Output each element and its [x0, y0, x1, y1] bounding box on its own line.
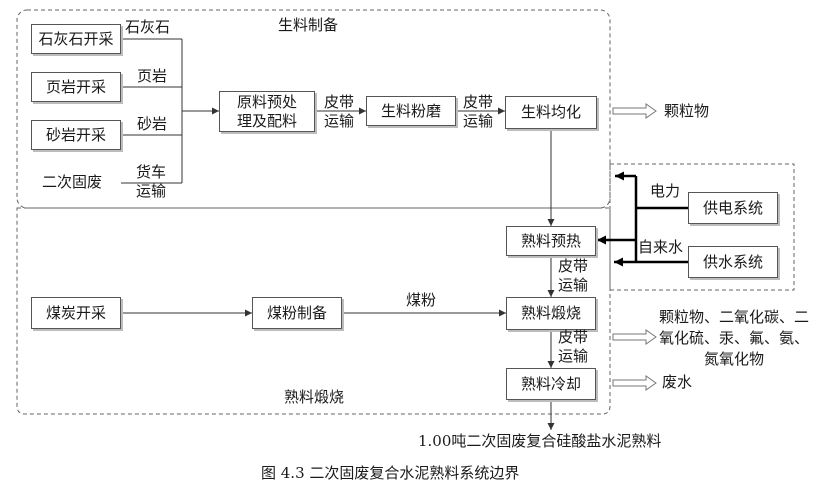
clinker-cooling-box: 熟料冷却 [506, 368, 596, 400]
belt-transport-label-4: 皮带运输 [557, 328, 588, 365]
sandstone-label: 砂岩 [137, 115, 168, 133]
power-supply-box: 供电系统 [688, 192, 778, 224]
coal-powder-making-box: 煤粉制备 [252, 297, 342, 329]
wastewater-emission-label: 废水 [662, 373, 693, 391]
clinker-calcining-box: 熟料煅烧 [506, 297, 596, 330]
particulates-emission-arrow [612, 103, 657, 119]
limestone-label: 石灰石 [125, 18, 171, 36]
raw-material-prep-title: 生料制备 [278, 16, 339, 34]
utilities-region [609, 163, 795, 291]
particulates-emission-label: 颗粒物 [664, 102, 710, 120]
truck-transport-label: 货车运输 [135, 163, 166, 200]
product-label: 1.00吨二次固废复合硅酸盐水泥熟料 [418, 432, 662, 450]
clinker-calcination-title: 熟料煅烧 [284, 388, 345, 406]
shale-label: 页岩 [137, 67, 168, 85]
kiln-emissions-label: 颗粒物、二氧化碳、二氧化硫、汞、氟、氨、氮氧化物 [658, 308, 809, 368]
belt-transport-label-3: 皮带运输 [557, 257, 588, 294]
sandstone-mining-box: 砂岩开采 [31, 120, 121, 150]
electricity-label: 电力 [650, 182, 681, 200]
raw-grinding-box: 生料粉磨 [366, 96, 456, 126]
water-supply-box: 供水系统 [688, 246, 778, 278]
coal-mining-box: 煤炭开采 [31, 297, 121, 329]
secondary-solid-waste-label: 二次固废 [42, 173, 103, 191]
limestone-mining-box: 石灰石开采 [31, 24, 121, 54]
kiln-emission-arrow [612, 329, 657, 345]
belt-transport-label-2: 皮带运输 [462, 93, 493, 130]
figure-caption: 图 4.3 二次固废复合水泥熟料系统边界 [261, 464, 520, 482]
shale-mining-box: 页岩开采 [31, 72, 121, 102]
raw-pretreatment-box: 原料预处理及配料 [219, 91, 315, 132]
raw-material-prep-region [16, 9, 611, 209]
clinker-preheating-box: 熟料预热 [506, 226, 596, 256]
tap-water-label: 自来水 [638, 238, 684, 256]
wastewater-emission-arrow [612, 375, 657, 391]
raw-homogenization-box: 生料均化 [505, 96, 597, 129]
coal-powder-label: 煤粉 [406, 291, 437, 309]
clinker-calcination-region [16, 207, 611, 415]
belt-transport-label-1: 皮带运输 [323, 93, 354, 130]
